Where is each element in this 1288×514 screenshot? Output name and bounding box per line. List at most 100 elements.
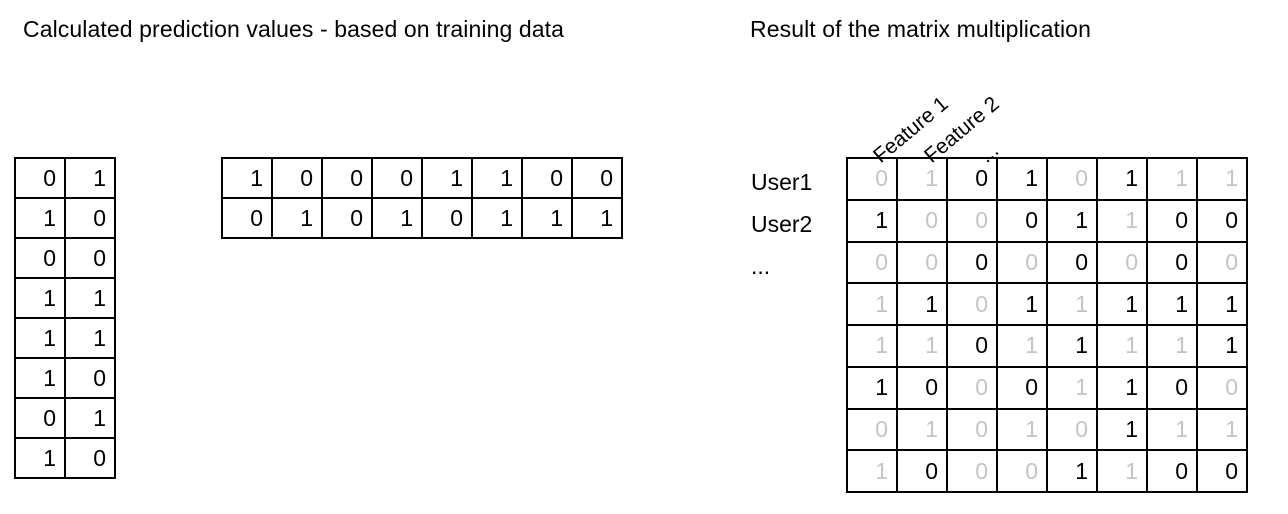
result-cell: 0 — [1146, 365, 1198, 410]
result-cell: 1 — [896, 324, 948, 368]
result-cell: 1 — [996, 282, 1048, 326]
result-cell: 1 — [896, 157, 948, 201]
result-cell: 0 — [896, 449, 948, 493]
matrix-cell: 1 — [64, 277, 116, 319]
result-cell: 1 — [896, 407, 948, 452]
matrix-cell: 1 — [64, 397, 116, 439]
matrix-cell: 0 — [321, 157, 373, 199]
result-cell: 0 — [846, 407, 898, 452]
result-cell: 0 — [946, 240, 998, 285]
matrix-cell: 1 — [471, 197, 523, 239]
result-cell: 0 — [946, 198, 998, 243]
result-cell: 1 — [1196, 157, 1248, 201]
matrix-cell: 0 — [64, 357, 116, 399]
matrix-cell: 0 — [421, 197, 473, 239]
result-cell: 0 — [1196, 449, 1248, 493]
result-cell: 1 — [1196, 324, 1248, 368]
result-cell: 1 — [1096, 449, 1148, 493]
result-cell: 1 — [1146, 282, 1198, 326]
result-cell: 0 — [896, 198, 948, 243]
result-cell: 0 — [846, 240, 898, 285]
result-cell: 1 — [1096, 198, 1148, 243]
row-label-user2: User2 — [751, 211, 813, 237]
result-cell: 1 — [846, 198, 898, 243]
matrix-cell: 1 — [221, 157, 273, 199]
matrix-cell: 1 — [14, 197, 66, 239]
matrix-cell: 1 — [14, 357, 66, 399]
matrix-cell: 0 — [521, 157, 573, 199]
result-cell: 1 — [996, 324, 1048, 368]
left-title: Calculated prediction values - based on … — [23, 16, 565, 42]
matrix-cell: 0 — [371, 157, 423, 199]
result-cell: 0 — [996, 449, 1048, 493]
matrix-cell: 1 — [64, 317, 116, 359]
matrix-cell: 0 — [64, 197, 116, 239]
result-cell: 1 — [1146, 324, 1198, 368]
matrix-cell: 0 — [64, 437, 116, 479]
matrix-cell: 1 — [14, 317, 66, 359]
result-cell: 1 — [1046, 198, 1098, 243]
matrix-cell: 1 — [421, 157, 473, 199]
result-cell: 0 — [1196, 365, 1248, 410]
right-title: Result of the matrix multiplication — [750, 16, 1091, 42]
result-cell: 1 — [846, 282, 898, 326]
matrix-cell: 0 — [271, 157, 323, 199]
result-cell: 0 — [1096, 240, 1148, 285]
result-cell: 0 — [1146, 449, 1198, 493]
result-cell: 1 — [996, 407, 1048, 452]
result-cell: 1 — [1196, 282, 1248, 326]
result-cell: 0 — [946, 449, 998, 493]
matrix-cell: 0 — [14, 237, 66, 279]
matrix-cell: 0 — [14, 157, 66, 199]
result-cell: 0 — [1046, 240, 1098, 285]
result-cell: 0 — [946, 324, 998, 368]
result-cell: 1 — [1096, 282, 1148, 326]
matrix-cell: 1 — [471, 157, 523, 199]
result-cell: 0 — [846, 157, 898, 201]
matrix-cell: 1 — [64, 157, 116, 199]
result-cell: 1 — [1046, 324, 1098, 368]
matrix-cell: 0 — [64, 237, 116, 279]
matrix-cell: 1 — [271, 197, 323, 239]
result-cell: 0 — [1196, 198, 1248, 243]
result-cell: 1 — [996, 157, 1048, 201]
result-cell: 1 — [1096, 407, 1148, 452]
result-cell: 1 — [1146, 407, 1198, 452]
result-cell: 1 — [846, 324, 898, 368]
result-cell: 0 — [946, 407, 998, 452]
result-cell: 0 — [946, 157, 998, 201]
result-cell: 1 — [1196, 407, 1248, 452]
result-cell: 1 — [896, 282, 948, 326]
row-label-ellipsis: ... — [751, 253, 771, 279]
matrix-cell: 0 — [14, 397, 66, 439]
matrix-cell: 1 — [14, 277, 66, 319]
matrix-cell: 1 — [371, 197, 423, 239]
result-cell: 0 — [996, 198, 1048, 243]
result-cell: 1 — [846, 449, 898, 493]
matrix-cell: 1 — [521, 197, 573, 239]
matrix-cell: 0 — [321, 197, 373, 239]
result-cell: 0 — [946, 365, 998, 410]
result-cell: 0 — [946, 282, 998, 326]
result-cell: 0 — [996, 240, 1048, 285]
result-cell: 0 — [896, 365, 948, 410]
result-cell: 0 — [1146, 240, 1198, 285]
matrix-cell: 0 — [571, 157, 623, 199]
